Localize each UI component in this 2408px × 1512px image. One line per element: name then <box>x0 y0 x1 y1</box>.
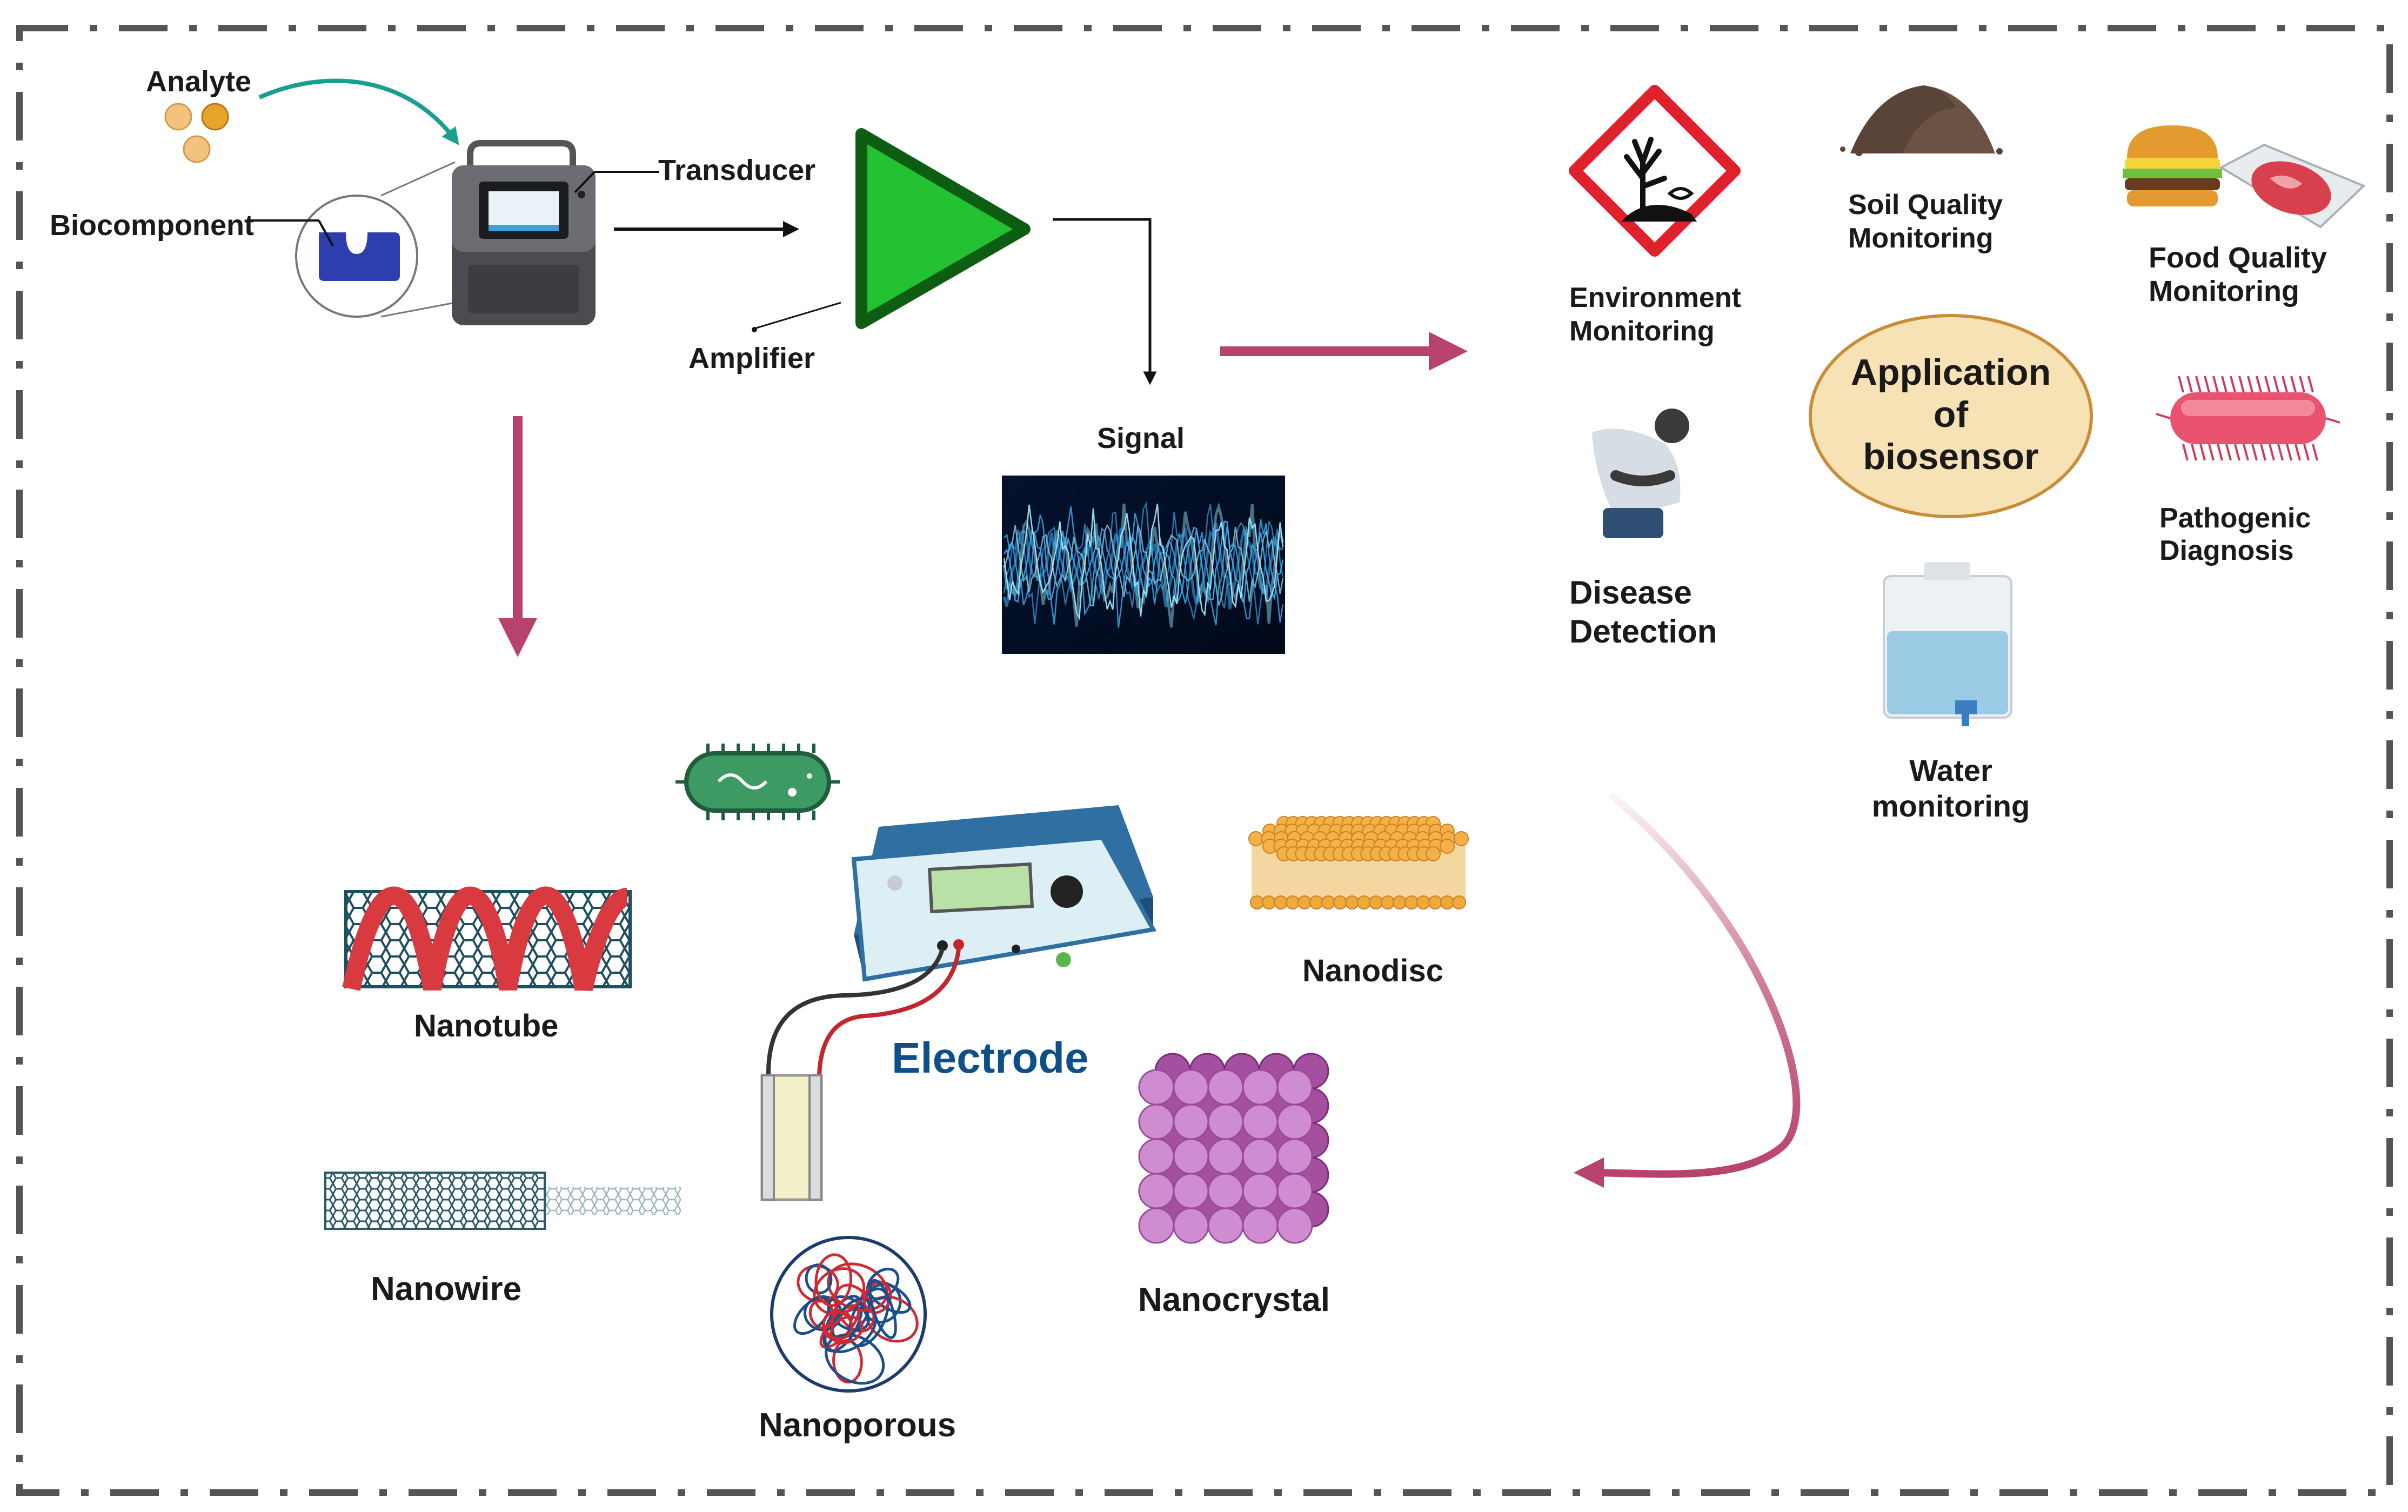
green-bacterium-icon <box>675 744 840 820</box>
person-abdominal-pain-icon <box>1592 409 1689 538</box>
label-environment-line1: Environment <box>1569 282 1741 313</box>
nanotube-helix-icon <box>342 886 632 991</box>
nanoporous-ball-icon <box>770 1236 927 1393</box>
label-pathogenic-line2: Diagnosis <box>2159 535 2294 566</box>
label-nanocrystal: Nanocrystal <box>1138 1281 1330 1319</box>
nanocrystal-cube-icon <box>1138 1053 1329 1244</box>
burger-icon <box>2123 125 2222 206</box>
soil-pile-icon <box>1840 85 2003 156</box>
label-signal: Signal <box>1097 422 1185 454</box>
label-biocomponent: Biocomponent <box>50 209 254 242</box>
analyte-dots-icon <box>164 103 229 163</box>
label-environment-line2: Monitoring <box>1569 316 1715 347</box>
label-water-line1: Water <box>1909 753 1992 787</box>
signal-waveform-icon <box>1002 476 1285 654</box>
water-container-icon <box>1883 562 2012 726</box>
bacterium-icon <box>2156 376 2340 461</box>
label-soil-line1: Soil Quality <box>1848 189 2003 220</box>
label-analyte: Analyte <box>146 65 252 98</box>
label-electrode: Electrode <box>892 1034 1089 1082</box>
curved-arrow-return <box>1574 791 1801 1188</box>
label-transducer: Transducer <box>658 154 816 186</box>
label-food-line1: Food Quality <box>2149 242 2327 274</box>
application-center-ellipse <box>1809 314 2093 518</box>
application-center-line2: of <box>1933 394 1969 435</box>
nanowire-icon <box>324 1172 681 1230</box>
amplifier-to-signal-arrow <box>1053 218 1157 385</box>
label-nanoporous: Nanoporous <box>759 1407 956 1444</box>
biocomponent-icon <box>249 161 456 318</box>
label-food-line2: Monitoring <box>2149 275 2299 307</box>
meat-tray-icon <box>2218 143 2366 229</box>
label-nanodisc: Nanodisc <box>1302 953 1444 988</box>
label-pathogenic-line1: Pathogenic <box>2159 503 2311 534</box>
frame-border <box>16 25 2393 1496</box>
label-amplifier: Amplifier <box>688 342 815 374</box>
label-disease-line2: Detection <box>1569 613 1717 650</box>
nanodisc-icon <box>1248 816 1469 909</box>
label-nanotube: Nanotube <box>414 1008 559 1043</box>
transducer-device-icon <box>452 140 659 325</box>
label-disease-line1: Disease <box>1569 574 1692 611</box>
amplifier-triangle-icon <box>752 128 1031 332</box>
application-center-line3: biosensor <box>1863 436 2039 477</box>
label-nanowire: Nanowire <box>371 1270 522 1308</box>
application-center-line1: Application <box>1850 352 2051 393</box>
label-soil-line2: Monitoring <box>1848 223 1994 254</box>
electrode-device-icon <box>760 805 1157 1201</box>
label-water-line2: monitoring <box>1871 789 2030 823</box>
analyte-arrow <box>258 78 459 145</box>
hazard-environment-icon <box>1569 85 1741 257</box>
